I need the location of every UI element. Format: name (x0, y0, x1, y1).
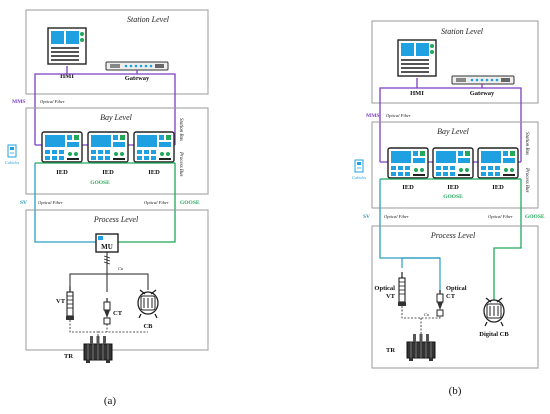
optical-fiber-mms-label: Optical Fiber (40, 99, 65, 104)
ied-label-1: IED (402, 184, 414, 191)
optical-ct-icon (436, 289, 444, 317)
gateway-icon (105, 61, 169, 71)
ied-label-3: IED (148, 169, 160, 176)
tr-label: TR (386, 347, 395, 354)
optical-fiber-goose-label: Optical Fiber (144, 200, 169, 205)
hmi-icon (47, 27, 87, 65)
cu-label: Cu (118, 266, 124, 271)
bay-level-label: Bay Level (100, 113, 133, 122)
optical-ct-label-2: CT (446, 293, 456, 300)
optical-fiber-sv-label: Optical Fiber (38, 200, 63, 205)
ied-label-2: IED (102, 169, 114, 176)
gateway-icon (451, 75, 515, 85)
dashed-wiring (401, 306, 441, 319)
goose-line (493, 179, 522, 302)
panel-a: Station Level HMI Gateway MMS Optical Fi… (5, 9, 209, 407)
hmi-label: HMI (410, 90, 424, 97)
ied-icon-1 (41, 131, 83, 163)
cu-branch (69, 273, 149, 290)
cb-icon (137, 289, 159, 319)
cb-label: CB (143, 323, 153, 330)
optical-vt-label-2: VT (386, 293, 396, 300)
process-bus-label: Process Bus (524, 167, 529, 192)
goose-bay-label: GOOSE (90, 180, 110, 186)
caption-b: (b) (449, 385, 462, 397)
station-bus-label: Station Bus (178, 118, 183, 141)
cubicles-label: Cubicles (5, 160, 19, 165)
tr-icon (406, 333, 436, 362)
bay-level-label: Bay Level (437, 127, 470, 136)
bay-level-box (371, 121, 539, 209)
process-level-label: Process Level (430, 231, 476, 240)
mms-line (34, 73, 176, 145)
goose-label: GOOSE (525, 214, 545, 220)
optical-vt-label-1: Optical (374, 285, 395, 292)
optical-fiber-sv-label: Optical Fiber (384, 214, 409, 219)
sv-line (34, 163, 98, 243)
ied-icon-3 (477, 147, 519, 179)
goose-bay-label: GOOSE (443, 194, 463, 200)
gateway-label: Gateway (125, 75, 150, 82)
optical-fiber-mms-label: Optical Fiber (386, 113, 411, 118)
cubicles-label: Cubicles (352, 175, 366, 180)
ied-icon-2 (432, 147, 474, 179)
mms-label: MMS (12, 99, 25, 105)
sv-branch (401, 257, 441, 292)
optical-ct-label-1: Optical (446, 285, 467, 292)
process-level-box (25, 209, 209, 351)
ct-label: CT (113, 310, 123, 317)
station-level-label: Station Level (127, 15, 170, 24)
caption-a: (a) (104, 395, 117, 407)
panel-b: Station Level HMI Gateway MMS Optical Fi… (352, 20, 545, 397)
station-bus-label: Station Bus (524, 132, 529, 155)
digital-cb-label: Digital CB (479, 331, 509, 338)
ied-label-2: IED (447, 184, 459, 191)
mms-line (379, 87, 522, 162)
cubicle-icon (354, 159, 364, 173)
dashed-wiring (69, 320, 99, 345)
process-level-box (371, 225, 539, 369)
vt-label: VT (56, 298, 66, 305)
hmi-icon (397, 39, 437, 77)
station-level-label: Station Level (441, 27, 484, 36)
ied-label-1: IED (56, 169, 68, 176)
gateway-label: Gateway (470, 90, 495, 97)
cubicle-icon (7, 144, 17, 158)
sv-label: SV (363, 214, 370, 220)
sv-label: SV (20, 200, 27, 206)
bay-level-box (25, 107, 209, 195)
station-level-box (371, 20, 539, 104)
ied-icon-1 (387, 147, 429, 179)
mms-label: MMS (366, 113, 379, 119)
optical-vt-icon (397, 271, 407, 307)
hmi-label: HMI (60, 73, 74, 80)
ied-icon-3 (133, 131, 175, 163)
optical-fiber-goose-label: Optical Fiber (488, 214, 513, 219)
process-level-label: Process Level (93, 215, 139, 224)
goose-line (118, 163, 176, 243)
mu-label: MU (101, 243, 113, 251)
tr-icon (83, 335, 113, 364)
vt-icon (65, 285, 75, 321)
process-bus-label: Process Bus (178, 151, 183, 176)
ct-icon (103, 297, 111, 325)
ied-label-3: IED (492, 184, 504, 191)
station-level-box (25, 9, 209, 95)
cu-label: Cu (424, 312, 430, 317)
goose-label: GOOSE (180, 200, 200, 206)
ied-icon-2 (87, 131, 129, 163)
digital-cb-icon (483, 297, 505, 327)
tr-label: TR (64, 353, 73, 360)
